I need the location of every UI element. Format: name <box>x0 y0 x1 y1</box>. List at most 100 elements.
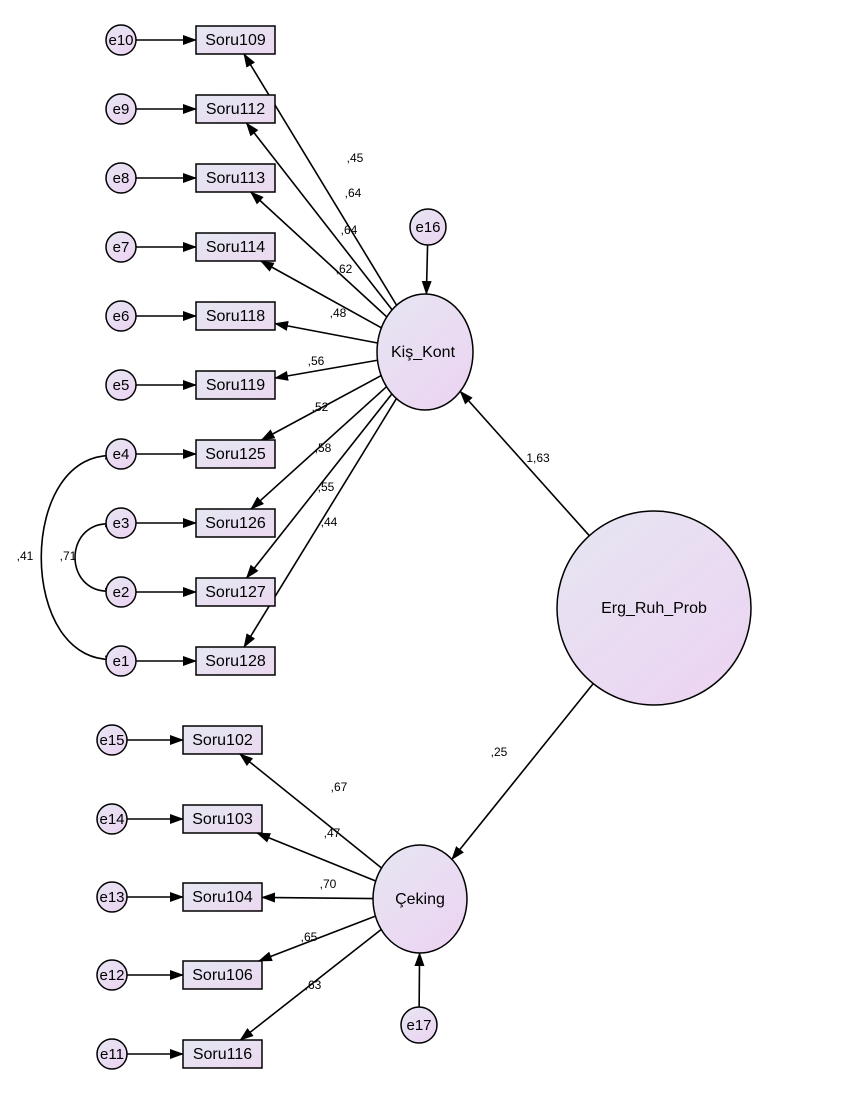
error-circle <box>105 507 137 539</box>
observed-box <box>195 232 276 262</box>
error-e2: e2 <box>105 576 137 608</box>
observed-s127: Soru127 <box>195 577 276 607</box>
error-label: e10 <box>108 32 133 49</box>
latent-cek: Çeking <box>372 844 468 954</box>
error-label: e1 <box>113 653 130 670</box>
error-e15: e15 <box>96 724 128 756</box>
loading-label-s106: ,65 <box>301 930 318 944</box>
observed-label: Soru113 <box>206 170 265 187</box>
coefficient-labels-layer: ,45,64,64,62,48,56,52,58,55,44,67,47,70,… <box>17 151 550 992</box>
error-label: e13 <box>99 889 124 906</box>
latent-ellipse <box>376 293 474 411</box>
error-label: e2 <box>113 584 130 601</box>
latent-ellipse <box>372 844 468 954</box>
observed-label: Soru125 <box>205 446 266 463</box>
paths-layer <box>40 35 594 1059</box>
observed-label: Soru102 <box>192 732 253 749</box>
observed-s114: Soru114 <box>195 232 276 262</box>
loading-label-s104: ,70 <box>320 877 337 891</box>
error-e12: e12 <box>96 959 128 991</box>
loading-path-s119 <box>274 359 378 381</box>
loading-path-s127 <box>245 393 393 579</box>
error-label: e9 <box>113 101 130 118</box>
observed-s125: Soru125 <box>195 439 276 469</box>
error-e10: e10 <box>105 24 137 56</box>
observed-label: Soru127 <box>205 584 266 601</box>
latent-ellipse <box>556 510 752 706</box>
loading-path-s112 <box>245 122 393 311</box>
latent-erg: Erg_Ruh_Prob <box>556 510 752 706</box>
loading-label-s102: ,67 <box>331 780 348 794</box>
error-e13: e13 <box>96 881 128 913</box>
latent-label: Erg_Ruh_Prob <box>601 600 707 617</box>
latent-kis: Kiş_Kont <box>376 293 474 411</box>
loading-path-s104 <box>261 892 374 903</box>
loading-path-s118 <box>274 321 378 344</box>
latent-label: Kiş_Kont <box>391 344 456 361</box>
observed-box <box>195 163 276 193</box>
error-circle <box>105 24 137 56</box>
observed-label: Soru103 <box>192 811 253 828</box>
error-e5: e5 <box>105 369 137 401</box>
loading-path-s125 <box>260 374 382 441</box>
covariance-path-e3-e2 <box>74 517 120 598</box>
error-e4: e4 <box>105 438 137 470</box>
error-circle <box>105 438 137 470</box>
error-label: e4 <box>113 446 130 463</box>
latent-label: Çeking <box>395 891 445 908</box>
loading-path-s106 <box>257 915 376 962</box>
observed-box <box>195 94 276 124</box>
loading-label-s126: ,58 <box>315 441 332 455</box>
error-e8: e8 <box>105 162 137 194</box>
loading-label-s128: ,44 <box>321 515 338 529</box>
observed-label: Soru112 <box>206 101 265 118</box>
observed-s113: Soru113 <box>195 163 276 193</box>
observed-s103: Soru103 <box>182 804 263 834</box>
error-circle <box>105 576 137 608</box>
loading-label-s112: ,64 <box>345 186 362 200</box>
structural-label-cek: ,25 <box>491 745 508 759</box>
error-e9: e9 <box>105 93 137 125</box>
observed-box <box>182 1039 263 1069</box>
error-label: e15 <box>99 732 124 749</box>
error-circle <box>409 208 447 246</box>
error-e17: e17 <box>400 1006 438 1044</box>
error-label: e6 <box>113 308 130 325</box>
loading-label-s127: ,55 <box>318 480 335 494</box>
error-e14: e14 <box>96 803 128 835</box>
loading-path-s126 <box>250 386 388 510</box>
observed-box <box>195 646 276 676</box>
error-label: e8 <box>113 170 130 187</box>
error-circle <box>105 300 137 332</box>
error-e11: e11 <box>96 1038 128 1070</box>
observed-box <box>195 577 276 607</box>
error-circle <box>96 724 128 756</box>
observed-s119: Soru119 <box>195 370 276 400</box>
error-label: e16 <box>415 219 440 236</box>
loading-path-s102 <box>239 753 383 869</box>
observed-box <box>182 725 263 755</box>
error-path-e16 <box>421 244 432 296</box>
observed-label: Soru109 <box>205 32 266 49</box>
loading-path-s114 <box>259 260 382 329</box>
covariance-label-e3-e2: ,71 <box>60 549 77 563</box>
loading-label-s125: ,52 <box>312 400 329 414</box>
observed-label: Soru114 <box>206 239 265 256</box>
loading-label-s109: ,45 <box>347 151 364 165</box>
error-circle <box>105 645 137 677</box>
error-e7: e7 <box>105 231 137 263</box>
structural-label-kis: 1,63 <box>526 451 550 465</box>
observed-label: Soru116 <box>193 1046 252 1063</box>
error-circle <box>96 1038 128 1070</box>
loading-label-s113: ,64 <box>341 223 358 237</box>
observed-s116: Soru116 <box>182 1039 263 1069</box>
observed-box <box>195 25 276 55</box>
observed-box <box>195 508 276 538</box>
observed-label: Soru104 <box>192 889 253 906</box>
loading-label-s118: ,48 <box>330 306 347 320</box>
error-label: e14 <box>99 811 124 828</box>
observed-label: Soru128 <box>205 653 266 670</box>
error-label: e5 <box>113 377 130 394</box>
observed-label: Soru106 <box>192 967 253 984</box>
structural-path-cek <box>451 683 594 861</box>
